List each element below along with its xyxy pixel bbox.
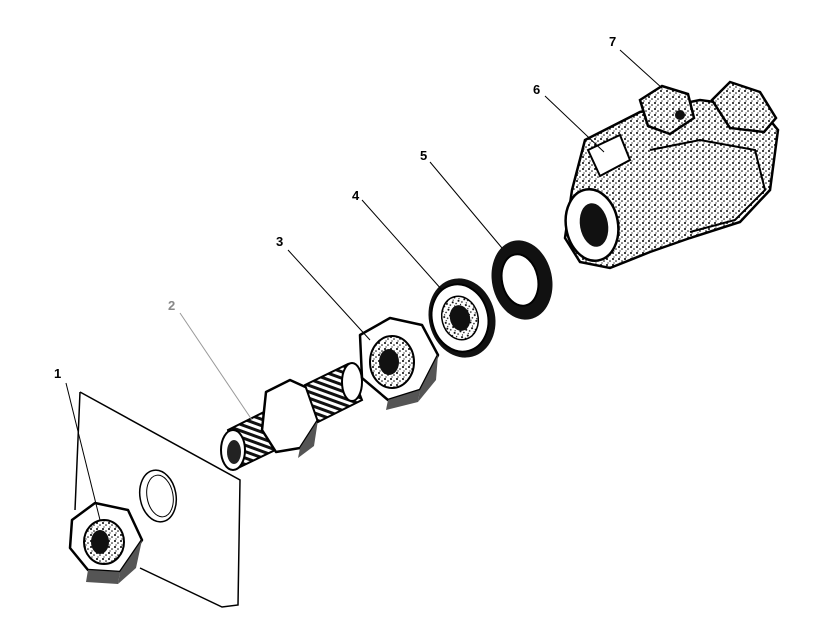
- part-7-lever: [638, 80, 778, 136]
- leader-lines: [65, 49, 663, 521]
- part-2-threaded-stud: [220, 362, 364, 471]
- leader-7: [619, 49, 663, 89]
- leader-6: [544, 95, 605, 153]
- part-6-housing: [563, 98, 780, 270]
- part-1-hex-nut: [68, 501, 144, 584]
- part-4-washer: [428, 278, 496, 358]
- callout-6: 6: [533, 82, 540, 97]
- callout-7: 7: [609, 34, 616, 49]
- mounting-panel: [74, 391, 241, 608]
- part-5-seal-ring: [491, 240, 553, 320]
- part-3-hex-nut: [358, 316, 440, 410]
- callout-2: 2: [168, 298, 175, 313]
- leader-1: [65, 382, 101, 521]
- leader-3: [287, 249, 371, 341]
- leader-5: [429, 161, 503, 249]
- callout-4: 4: [352, 188, 360, 203]
- callout-3: 3: [276, 234, 283, 249]
- leader-2: [179, 312, 253, 421]
- leader-4: [361, 199, 443, 291]
- callout-5: 5: [420, 148, 427, 163]
- callout-labels: 1 2 3 4 5 6 7: [54, 34, 616, 381]
- callout-1: 1: [54, 366, 61, 381]
